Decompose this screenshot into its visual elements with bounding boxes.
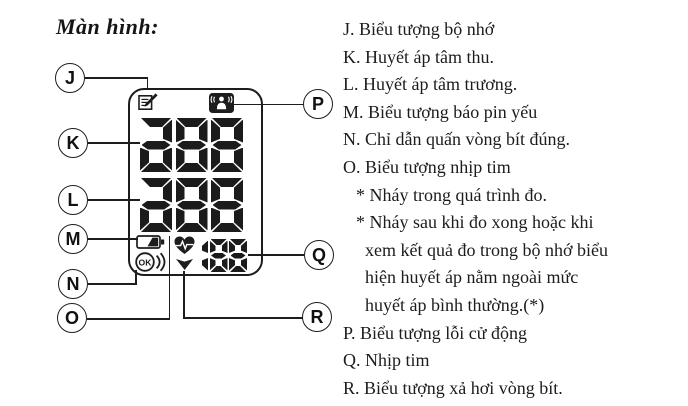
callout-L-circle: L <box>58 185 88 215</box>
legend-list: J. Biểu tượng bộ nhớ K. Huyết áp tâm thu… <box>343 16 687 402</box>
legend-item-J: J. Biểu tượng bộ nhớ <box>343 19 495 39</box>
seven-segment-digit <box>140 118 172 172</box>
pulse-digits <box>190 239 247 272</box>
callout-P-circle: P <box>303 89 333 119</box>
legend-item-Q: Q. Nhịp tim <box>343 350 430 371</box>
callout-J-circle: J <box>55 63 85 93</box>
callout-Q-circle: Q <box>304 240 334 270</box>
callout-R-circle: R <box>302 302 332 332</box>
callout-R-line <box>184 317 303 319</box>
legend-note-2-cont: huyết áp bình thường.(*) <box>365 294 545 315</box>
callout-O-line <box>87 318 170 320</box>
callout-Q-line <box>248 254 304 256</box>
legend-note-2-cont: xem kết quả đo trong bộ nhớ biểu <box>365 239 608 260</box>
callout-M-circle: M <box>58 224 88 254</box>
callout-K-line <box>88 142 140 144</box>
seven-segment-digit <box>190 239 208 272</box>
body-motion-error-icon <box>209 93 234 113</box>
seven-segment-digit <box>176 178 208 232</box>
seven-segment-digit <box>176 118 208 172</box>
systolic-digits <box>140 118 243 172</box>
cuff-deflation-arrow-icon <box>176 259 193 270</box>
callout-N-line <box>135 270 137 285</box>
callout-N-circle: N <box>58 269 88 299</box>
callout-O-circle: O <box>57 303 87 333</box>
ok-label: OK <box>139 257 153 267</box>
seven-segment-digit <box>210 239 228 272</box>
callout-P-line <box>234 103 303 106</box>
legend-note-1: * Nháy trong quá trình đo. <box>356 184 547 205</box>
legend-item-N: N. Chỉ dẫn quấn vòng bít đúng. <box>343 129 570 150</box>
legend-item-K: K. Huyết áp tâm thu. <box>343 46 494 67</box>
legend-item-L: L. Huyết áp tâm trương. <box>343 74 518 95</box>
callout-J-line <box>85 77 148 79</box>
memory-memo-icon <box>138 93 158 110</box>
callout-R-line <box>183 271 185 319</box>
lcd-display-outline <box>128 88 263 276</box>
legend-item-R: R. Biểu tượng xả hơi vòng bít. <box>343 377 563 398</box>
legend-note-2-cont: hiện huyết áp nằm ngoài mức <box>365 267 579 288</box>
callout-N-line <box>88 283 137 285</box>
callout-L-line <box>88 199 140 201</box>
cuff-ok-sound-icon: OK <box>135 252 166 272</box>
callout-J-line <box>146 77 149 89</box>
legend-item-P: P. Biểu tượng lỗi cử động <box>343 322 528 343</box>
legend-item-M: M. Biểu tượng báo pin yếu <box>343 101 538 122</box>
seven-segment-digit <box>140 178 172 232</box>
seven-segment-digit <box>229 239 247 272</box>
callout-O-line <box>168 236 171 320</box>
seven-segment-digit <box>211 178 243 232</box>
page-title: Màn hình: <box>56 14 159 39</box>
seven-segment-digit <box>211 118 243 172</box>
callout-M-line <box>88 238 138 240</box>
callout-K-circle: K <box>58 128 88 158</box>
legend-note-2: * Nháy sau khi đo xong hoặc khi <box>356 212 594 233</box>
low-battery-icon <box>136 235 165 249</box>
legend-item-O: O. Biểu tượng nhịp tim <box>343 156 511 177</box>
diastolic-digits <box>140 178 243 232</box>
heartbeat-ecg-icon <box>174 236 195 254</box>
